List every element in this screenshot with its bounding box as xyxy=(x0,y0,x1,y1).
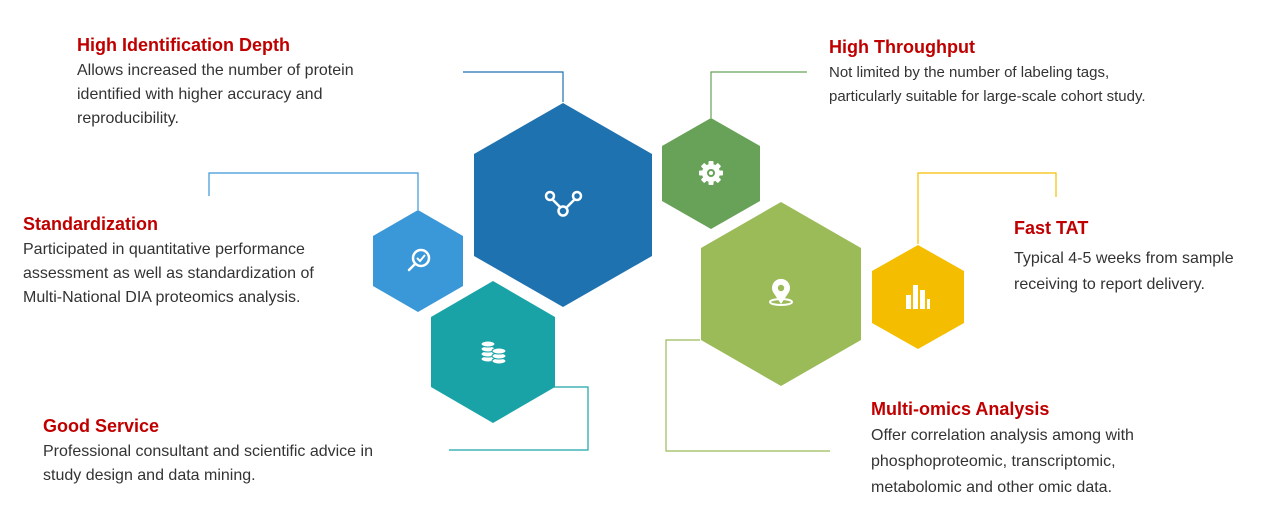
connector-standardization xyxy=(208,172,419,210)
database-icon xyxy=(480,340,507,365)
connector-high-identification-depth xyxy=(463,71,564,102)
feature-description-line: identified with higher accuracy and xyxy=(77,86,323,103)
connector-good-service xyxy=(449,386,589,451)
feature-description-line: Typical 4-5 weeks from sample xyxy=(1014,250,1234,267)
connector-high-throughput xyxy=(710,71,807,118)
feature-description-line: metabolomic and other omic data. xyxy=(871,479,1113,496)
feature-description-line: phosphoproteomic, transcriptomic, xyxy=(871,453,1116,470)
feature-description-line: reproducibility. xyxy=(77,110,179,127)
feature-description-line: particularly suitable for large-scale co… xyxy=(829,88,1146,105)
magnifier-check-icon xyxy=(407,248,431,272)
feature-description-line: Professional consultant and scientific a… xyxy=(43,443,373,460)
feature-good-service: Good Service Professional consultant and… xyxy=(43,414,433,488)
feature-standardization: Standardization Participated in quantita… xyxy=(23,212,353,310)
feature-high-identification-depth: High Identification Depth Allows increas… xyxy=(77,33,417,131)
feature-description-line: study design and data mining. xyxy=(43,467,256,484)
feature-title: Multi-omics Analysis xyxy=(871,399,1050,419)
feature-description-line: Not limited by the number of labeling ta… xyxy=(829,64,1110,81)
hexagon-standardization xyxy=(373,210,463,312)
feature-description-line: receiving to report delivery. xyxy=(1014,276,1205,293)
feature-title: Standardization xyxy=(23,214,159,234)
bar-chart-icon xyxy=(906,285,930,309)
network-nodes-icon xyxy=(544,190,583,217)
feature-title: Fast TAT xyxy=(1014,218,1089,238)
feature-description-line: Offer correlation analysis among with xyxy=(871,427,1134,444)
feature-description-line: Allows increased the number of protein xyxy=(77,62,354,79)
feature-title: High Throughput xyxy=(829,37,975,57)
gear-icon xyxy=(699,161,723,185)
feature-description-line: Participated in quantitative performance xyxy=(23,241,305,258)
feature-description-line: assessment as well as standardization of xyxy=(23,265,314,282)
location-pin-icon xyxy=(769,278,793,306)
feature-title: High Identification Depth xyxy=(77,35,290,55)
feature-multi-omics: Multi-omics Analysis Offer correlation a… xyxy=(871,397,1201,501)
feature-fast-tat: Fast TAT Typical 4-5 weeks from sample r… xyxy=(1014,216,1264,298)
connector-fast-tat xyxy=(917,172,1057,244)
feature-description-line: Multi-National DIA proteomics analysis. xyxy=(23,289,301,306)
hexagon-high-identification-depth xyxy=(474,103,652,307)
feature-title: Good Service xyxy=(43,416,160,436)
feature-high-throughput: High Throughput Not limited by the numbe… xyxy=(829,35,1209,109)
connector-multi-omics xyxy=(665,339,830,452)
